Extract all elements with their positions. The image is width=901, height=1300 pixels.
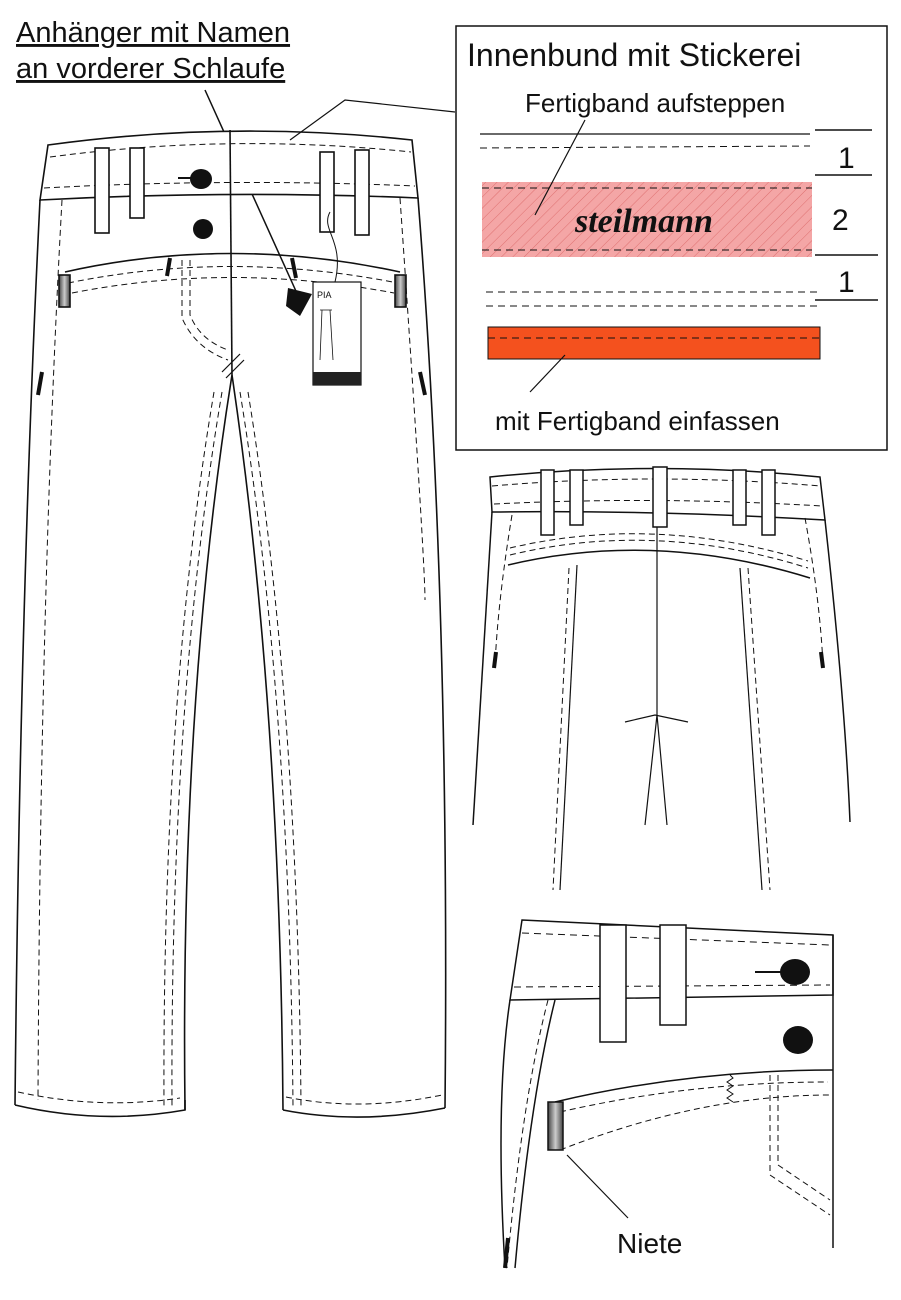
- button-lower: [193, 219, 213, 239]
- left-inseam-stitch-2: [163, 391, 215, 1109]
- pocket-bar-left: [36, 371, 44, 396]
- tape-stitch-label: Fertigband aufsteppen: [525, 88, 785, 118]
- tag-callout-line2: an vorderer Schlaufe: [16, 53, 285, 85]
- tag-leader-arrowhead: [286, 288, 312, 316]
- detail-waistband-stitch-top: [521, 932, 831, 946]
- front-pocket-curve: [64, 252, 401, 273]
- detail-side-stitch: [506, 999, 549, 1269]
- trouser-front-view: [14, 99, 456, 1118]
- back-right-side: [824, 519, 851, 823]
- back-right-leg-stitch: [747, 567, 771, 891]
- waistband-pointer-line: [289, 99, 456, 141]
- detail-loop-1: [599, 924, 627, 1043]
- binding-label: mit Fertigband einfassen: [495, 406, 780, 436]
- detail-fly-stitch: [769, 1075, 831, 1216]
- pocket-bar-right: [418, 371, 427, 396]
- back-inseams: [644, 714, 668, 826]
- detail-button-lower: [783, 1026, 813, 1054]
- belt-loop-2: [129, 147, 145, 219]
- tag-callout: Anhänger mit Namen an vorderer Schlaufe: [16, 17, 312, 316]
- bartack-pocket-right: [290, 257, 298, 279]
- crotch-point: [624, 714, 689, 723]
- back-left-leg-stitch: [552, 567, 570, 891]
- binding-band: [487, 326, 821, 360]
- back-bar-left: [492, 651, 498, 669]
- left-hem: [14, 1100, 186, 1118]
- detail-loop-2: [659, 924, 687, 1026]
- detail-button-upper: [780, 959, 810, 985]
- binding-leader: [529, 354, 566, 393]
- rivet-label: Niete: [617, 1228, 682, 1259]
- left-outer-stitch: [37, 199, 63, 1101]
- detail-side-seam: [500, 999, 511, 1269]
- belt-loop-3: [319, 151, 335, 233]
- hang-tag-footer: [313, 372, 361, 385]
- back-loop-2: [569, 469, 584, 526]
- rivet-left: [58, 274, 71, 308]
- inset-waistband-detail: Innenbund mit Stickerei Fertigband aufst…: [455, 25, 888, 451]
- rivet-leader: [566, 1154, 629, 1219]
- back-left-side: [472, 511, 493, 826]
- right-outer-side-seam: [417, 197, 447, 1109]
- layer-number-3: 1: [838, 266, 855, 299]
- right-inseam-stitch-2: [247, 391, 302, 1109]
- back-loop-4: [761, 469, 776, 536]
- fly-stitch: [189, 260, 229, 351]
- hang-tag-string: [327, 211, 338, 283]
- right-inseam-stitch: [239, 391, 294, 1109]
- detail-pocket-stitch: [559, 1081, 829, 1113]
- hang-tag: PIA: [312, 211, 362, 386]
- tag-callout-line1: Anhänger mit Namen: [16, 17, 290, 49]
- layer-number-1: 1: [838, 142, 855, 175]
- tape-stitch-leader: [534, 119, 586, 216]
- right-outer-stitch: [399, 197, 426, 601]
- brand-embroidery: steilmann: [574, 203, 713, 240]
- bartack-1: [221, 353, 241, 373]
- trouser-back-view: [472, 466, 851, 891]
- layer-number-2: 2: [832, 204, 849, 237]
- back-yoke-stitch-2: [509, 533, 809, 562]
- bartack-pocket-left: [165, 257, 172, 277]
- back-left-stitch: [494, 514, 513, 666]
- left-hem-stitch: [17, 1091, 181, 1104]
- bartack-2: [225, 359, 245, 379]
- detail-buttons: [755, 959, 813, 1054]
- inset-title: Innenbund mit Stickerei: [467, 37, 801, 73]
- back-yoke-stitch: [509, 539, 809, 569]
- belt-loop-4: [354, 149, 370, 236]
- front-buttons: [178, 169, 213, 239]
- detail-fly-stitch-2: [777, 1075, 831, 1201]
- detail-side-inner: [514, 999, 556, 1269]
- right-hem-stitch: [285, 1094, 443, 1105]
- center-front-seam: [229, 129, 233, 376]
- rivet-detail-view: [500, 919, 834, 1269]
- right-hem: [282, 1107, 446, 1118]
- back-bar-right: [819, 651, 825, 669]
- back-right-leg-seam: [739, 567, 763, 891]
- detail-bar: [503, 1237, 510, 1269]
- belt-loop-1: [94, 147, 110, 234]
- hang-tag-name: PIA: [317, 290, 332, 300]
- back-yoke: [507, 549, 811, 579]
- fly-stitch-2: [181, 260, 229, 361]
- back-loop-3: [732, 469, 747, 526]
- back-right-stitch: [804, 517, 824, 666]
- rivet-right: [394, 274, 407, 308]
- detail-zigzag: [726, 1074, 734, 1103]
- front-pocket-stitch: [67, 266, 399, 284]
- detail-rivet: [547, 1101, 564, 1151]
- detail-pocket-curve: [554, 1069, 834, 1103]
- button-upper: [190, 169, 212, 189]
- left-inseam: [183, 374, 233, 1111]
- back-loop-1: [540, 469, 555, 536]
- hang-tag-sketch: [319, 309, 334, 361]
- embroidery-hatch: [482, 182, 812, 257]
- back-loop-center: [652, 466, 668, 528]
- back-left-leg-seam: [559, 564, 578, 891]
- left-inseam-stitch: [171, 391, 223, 1109]
- right-inseam: [231, 374, 284, 1111]
- left-outer-side-seam: [14, 199, 41, 1106]
- detail-pocket-stitch-2: [559, 1094, 831, 1151]
